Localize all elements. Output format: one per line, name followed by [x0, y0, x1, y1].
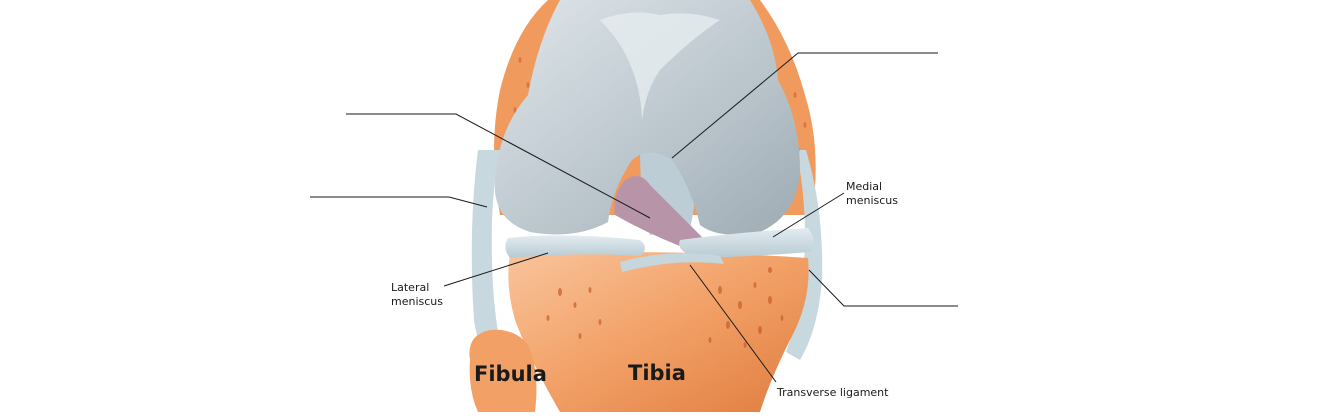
lateral-meniscus-line2: meniscus [391, 295, 443, 308]
lateral-collateral-ligament [471, 150, 502, 356]
label-fibula: Fibula [474, 362, 547, 386]
label-tibia: Tibia [628, 361, 686, 385]
medial-meniscus [679, 228, 814, 258]
bone-texture [546, 267, 784, 348]
medial-collateral-ligament [786, 150, 823, 360]
anterior-cruciate-ligament [614, 176, 705, 250]
label-medial-meniscus: Medial meniscus [846, 180, 898, 208]
fibula [469, 329, 537, 412]
medial-meniscus-line1: Medial [846, 180, 883, 193]
lateral-meniscus [505, 235, 645, 258]
label-transverse-ligament: Transverse ligament [777, 386, 889, 399]
tibia [508, 252, 809, 412]
leader-lines [310, 52, 958, 383]
transverse-ligament [620, 253, 724, 272]
label-lateral-meniscus: Lateral meniscus [391, 281, 443, 309]
medial-meniscus-line2: meniscus [846, 194, 898, 207]
lateral-meniscus-line1: Lateral [391, 281, 430, 294]
